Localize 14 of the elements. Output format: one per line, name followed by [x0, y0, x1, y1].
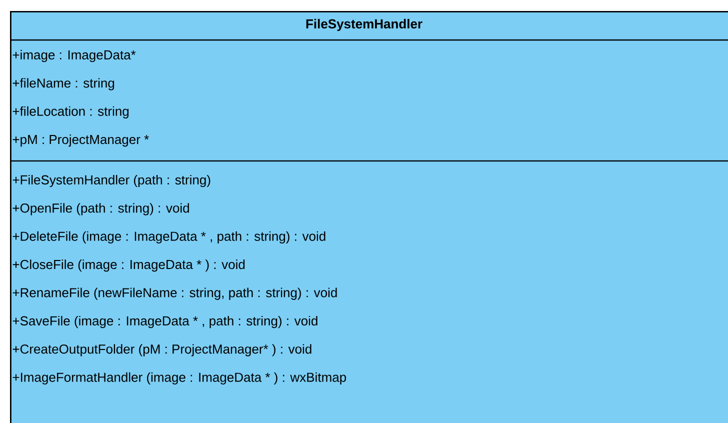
class-box: [10, 11, 728, 423]
method-text: +DeleteFile (image : ImageData * , path : string) : void: [12, 231, 326, 244]
method-text: +RenameFile (newFileName : string, path : string) : void: [12, 288, 337, 300]
attribute-text: +fileLocation : string: [12, 106, 129, 118]
method-text: +SaveFile (image : ImageData * , path : string) : void: [12, 316, 318, 328]
attribute-text: +fileName : string: [12, 78, 114, 90]
method-text: +FileSystemHandler (path : string): [12, 174, 210, 188]
attribute-text: +image : ImageData*: [12, 50, 136, 62]
method-text: +ImageFormatHandler (image : ImageData * ) : wxBitmap: [12, 372, 346, 384]
attribute-text: +pM : ProjectManager *: [12, 134, 149, 147]
class-name: FileSystemHandler: [306, 18, 422, 32]
method-text: +OpenFile (path : string) : void: [12, 203, 189, 216]
method-text: +CloseFile (image : ImageData * ) : void: [12, 260, 245, 272]
method-text: +CreateOutputFolder (pM : ProjectManager* ) : void: [12, 344, 312, 356]
